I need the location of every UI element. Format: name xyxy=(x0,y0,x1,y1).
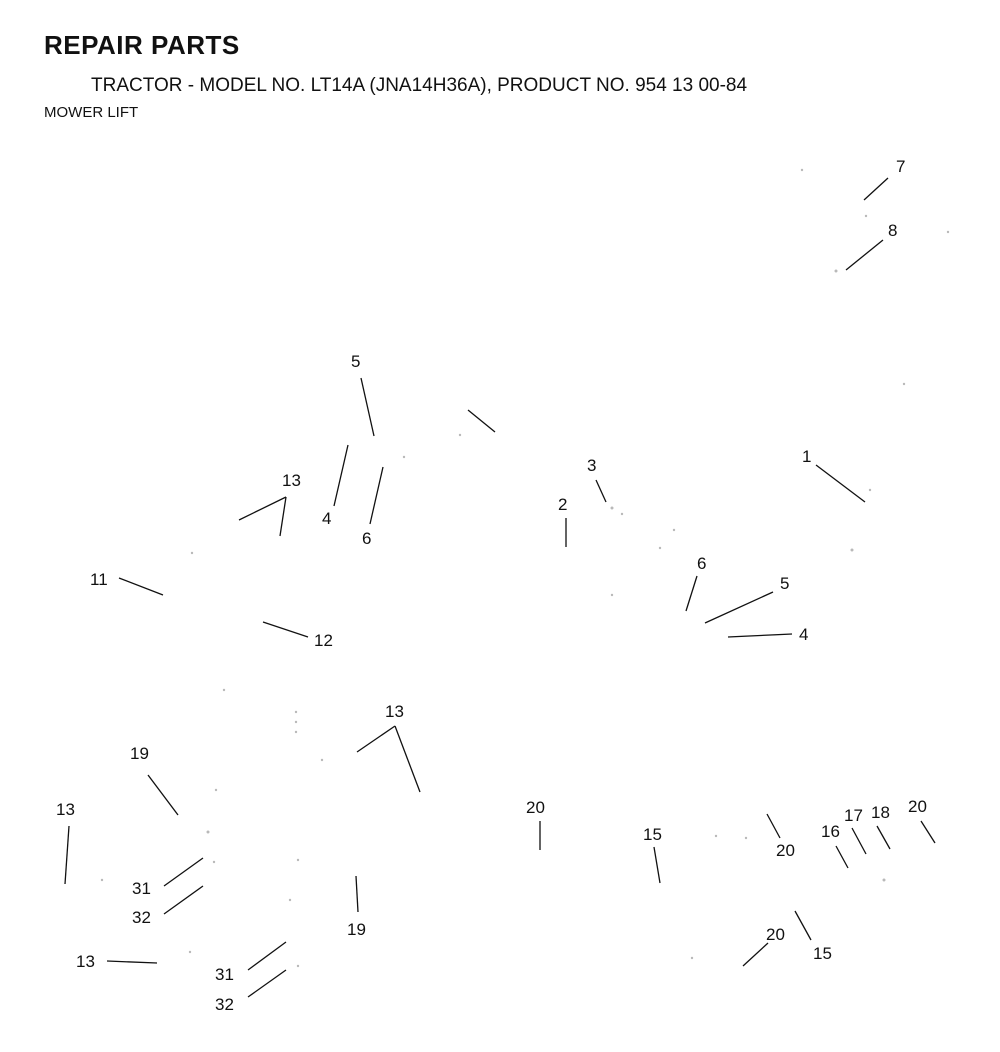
callout-6-right: 6 xyxy=(697,554,706,573)
callout-4-right: 4 xyxy=(799,625,808,644)
callout-20-bottom: 20 xyxy=(766,925,785,944)
callout-8: 8 xyxy=(888,221,897,240)
callout-31-upper: 31 xyxy=(132,879,151,898)
callout-12: 12 xyxy=(314,631,333,650)
callout-19-left: 19 xyxy=(130,744,149,763)
callout-13-left: 13 xyxy=(56,800,75,819)
callout-15-upper: 15 xyxy=(643,825,662,844)
callout-32-lower: 32 xyxy=(215,995,234,1014)
callout-20-mid: 20 xyxy=(526,798,545,817)
illustration-specks xyxy=(100,168,950,968)
callout-18: 18 xyxy=(871,803,890,822)
callout-labels: 7 8 5 1 13 3 4 6 2 6 5 11 4 12 13 19 20 … xyxy=(56,157,927,1014)
callout-17: 17 xyxy=(844,806,863,825)
callout-31-lower: 31 xyxy=(215,965,234,984)
callout-32-upper: 32 xyxy=(132,908,151,927)
callout-13-mid: 13 xyxy=(385,702,404,721)
section-heading: MOWER LIFT xyxy=(44,104,139,121)
model-subtitle: TRACTOR - MODEL NO. LT14A (JNA14H36A), P… xyxy=(91,75,748,96)
callout-19-center: 19 xyxy=(347,920,366,939)
callout-15-lower: 15 xyxy=(813,944,832,963)
callout-6-upper: 6 xyxy=(362,529,371,548)
callout-20-far-right: 20 xyxy=(908,797,927,816)
callout-13-upper: 13 xyxy=(282,471,301,490)
callout-11: 11 xyxy=(90,570,108,589)
callout-1: 1 xyxy=(802,447,811,466)
callout-16: 16 xyxy=(821,822,840,841)
callout-7: 7 xyxy=(896,157,905,176)
leader-lines xyxy=(64,177,936,998)
callout-3: 3 xyxy=(587,456,596,475)
callout-5-right: 5 xyxy=(780,574,789,593)
callout-13-bottom: 13 xyxy=(76,952,95,971)
callout-20-right: 20 xyxy=(776,841,795,860)
callout-5-upper: 5 xyxy=(351,352,360,371)
callout-4-upper: 4 xyxy=(322,509,331,528)
page-title: REPAIR PARTS xyxy=(44,30,240,60)
callout-2: 2 xyxy=(558,495,567,514)
